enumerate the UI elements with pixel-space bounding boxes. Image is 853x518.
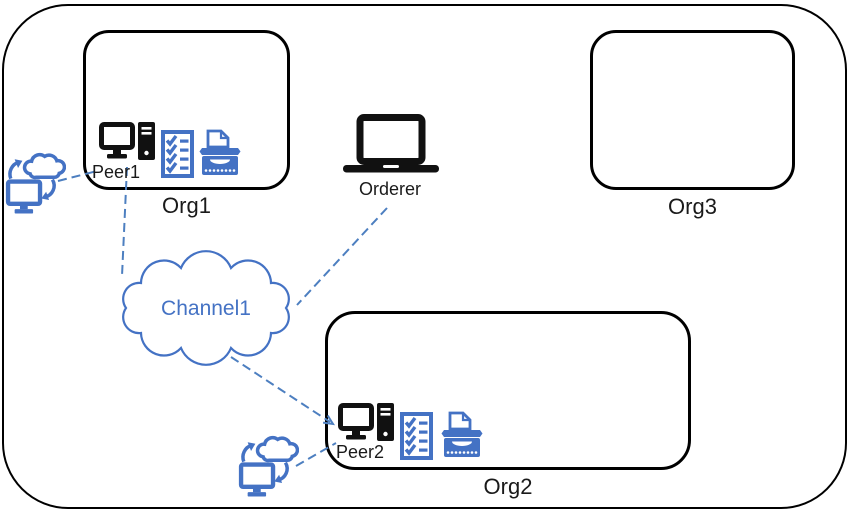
peer2-typewriter-icon [441,411,483,457]
org2-box [325,311,691,470]
org3-label: Org3 [668,194,717,219]
orderer-label: Orderer [358,179,421,199]
orderer-laptop-icon [343,114,439,173]
peer2-workstation-icon [338,403,394,441]
cloud-sync-client-left-icon [5,152,66,214]
peer1-label: Peer1 [92,162,141,182]
org1-label: Org1 [162,193,211,218]
peer2-label: Peer2 [336,442,385,462]
org3-box [590,30,795,190]
peer2-ledger-checklist-icon [400,412,433,460]
org2-label: Org2 [483,474,533,499]
peer1-typewriter-icon [199,129,241,175]
cloud-sync-client-bottom-icon [238,435,299,497]
peer1-ledger-checklist-icon [161,130,194,178]
peer1-workstation-icon [99,122,155,160]
